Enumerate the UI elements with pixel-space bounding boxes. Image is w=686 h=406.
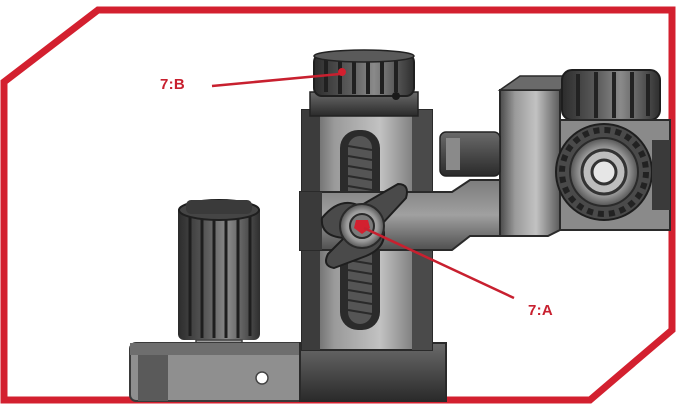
right-assembly (439, 69, 671, 237)
wing-nut-lock (320, 182, 408, 270)
leader-line-7b (211, 72, 341, 88)
callout-label-7a: 7:A (528, 302, 554, 319)
top-knurled-knob (309, 49, 419, 117)
base-plate (129, 342, 447, 402)
frame-border (0, 6, 676, 404)
callout-label-7b: 7:B (160, 76, 186, 93)
leader-line-7a (363, 226, 515, 300)
